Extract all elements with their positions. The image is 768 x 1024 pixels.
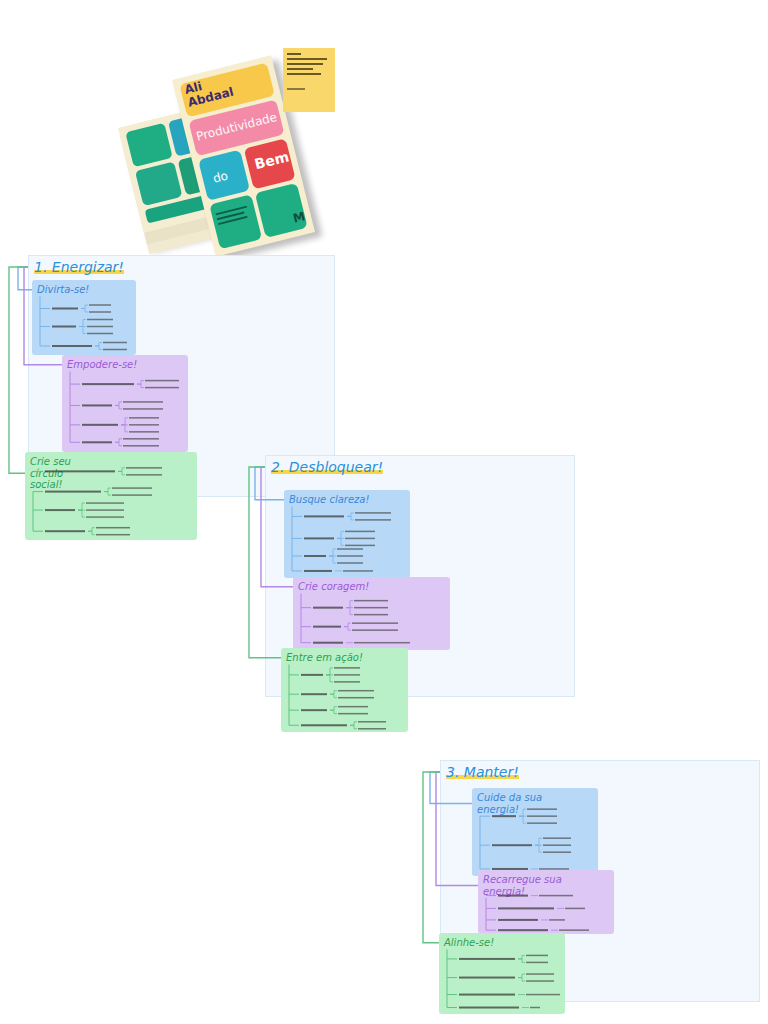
- cover-tile: [255, 183, 308, 238]
- topic-box: Crie seu círculo social!: [25, 452, 197, 540]
- topic-box: Alinhe-se!: [439, 933, 565, 1014]
- topic-heading: Entre em ação!: [286, 652, 396, 664]
- note-scribble: [287, 63, 323, 65]
- cover-title-text: do: [212, 166, 244, 185]
- sticky-note: [283, 48, 335, 112]
- topic-box: Busque clareza!: [284, 490, 410, 578]
- topic-heading: Empodere-se!: [67, 359, 177, 371]
- section-heading: 3. Manter!: [446, 764, 519, 780]
- cover-tile: [125, 123, 173, 168]
- topic-heading: Cuide da sua energia!: [477, 792, 587, 815]
- topic-box: Empodere-se!: [62, 355, 188, 452]
- note-scribble: [287, 68, 313, 70]
- topic-heading: Alinhe-se!: [444, 937, 554, 949]
- section-heading: 2. Desbloquear!: [271, 459, 383, 475]
- note-scribble: [287, 88, 305, 90]
- cover-title-text: Ali Abdaal: [183, 70, 247, 109]
- sticky-paper: [283, 48, 335, 112]
- topic-heading: Crie seu círculo social!: [30, 456, 74, 491]
- cover-tile: [198, 150, 250, 201]
- cover-small-print: [218, 216, 248, 225]
- cover-tile: [209, 194, 262, 249]
- cover-title-text: Produtividade: [195, 111, 280, 144]
- note-scribble: [287, 53, 301, 55]
- cover-title-text: Bem: [253, 149, 290, 171]
- topic-heading: Divirta-se!: [37, 284, 127, 296]
- section-heading: 1. Energizar!: [34, 259, 124, 275]
- branch-connector: [423, 772, 440, 943]
- topic-box: Divirta-se!: [32, 280, 136, 355]
- cover-tile: [135, 162, 183, 207]
- note-scribble: [287, 73, 321, 75]
- branch-connector: [9, 267, 28, 473]
- note-scribble: [287, 58, 327, 60]
- topic-heading: Crie coragem!: [298, 581, 418, 593]
- topic-heading: Recarregue sua energia!: [483, 874, 603, 897]
- topic-heading: Busque clareza!: [289, 494, 399, 506]
- cover-title-text: M: [292, 210, 309, 226]
- topic-box: Cuide da sua energia!: [472, 788, 598, 876]
- topic-box: Crie coragem!: [293, 577, 450, 650]
- cover-tile: [244, 138, 296, 189]
- topic-box: Entre em ação!: [281, 648, 408, 732]
- topic-box: Recarregue sua energia!: [478, 870, 614, 934]
